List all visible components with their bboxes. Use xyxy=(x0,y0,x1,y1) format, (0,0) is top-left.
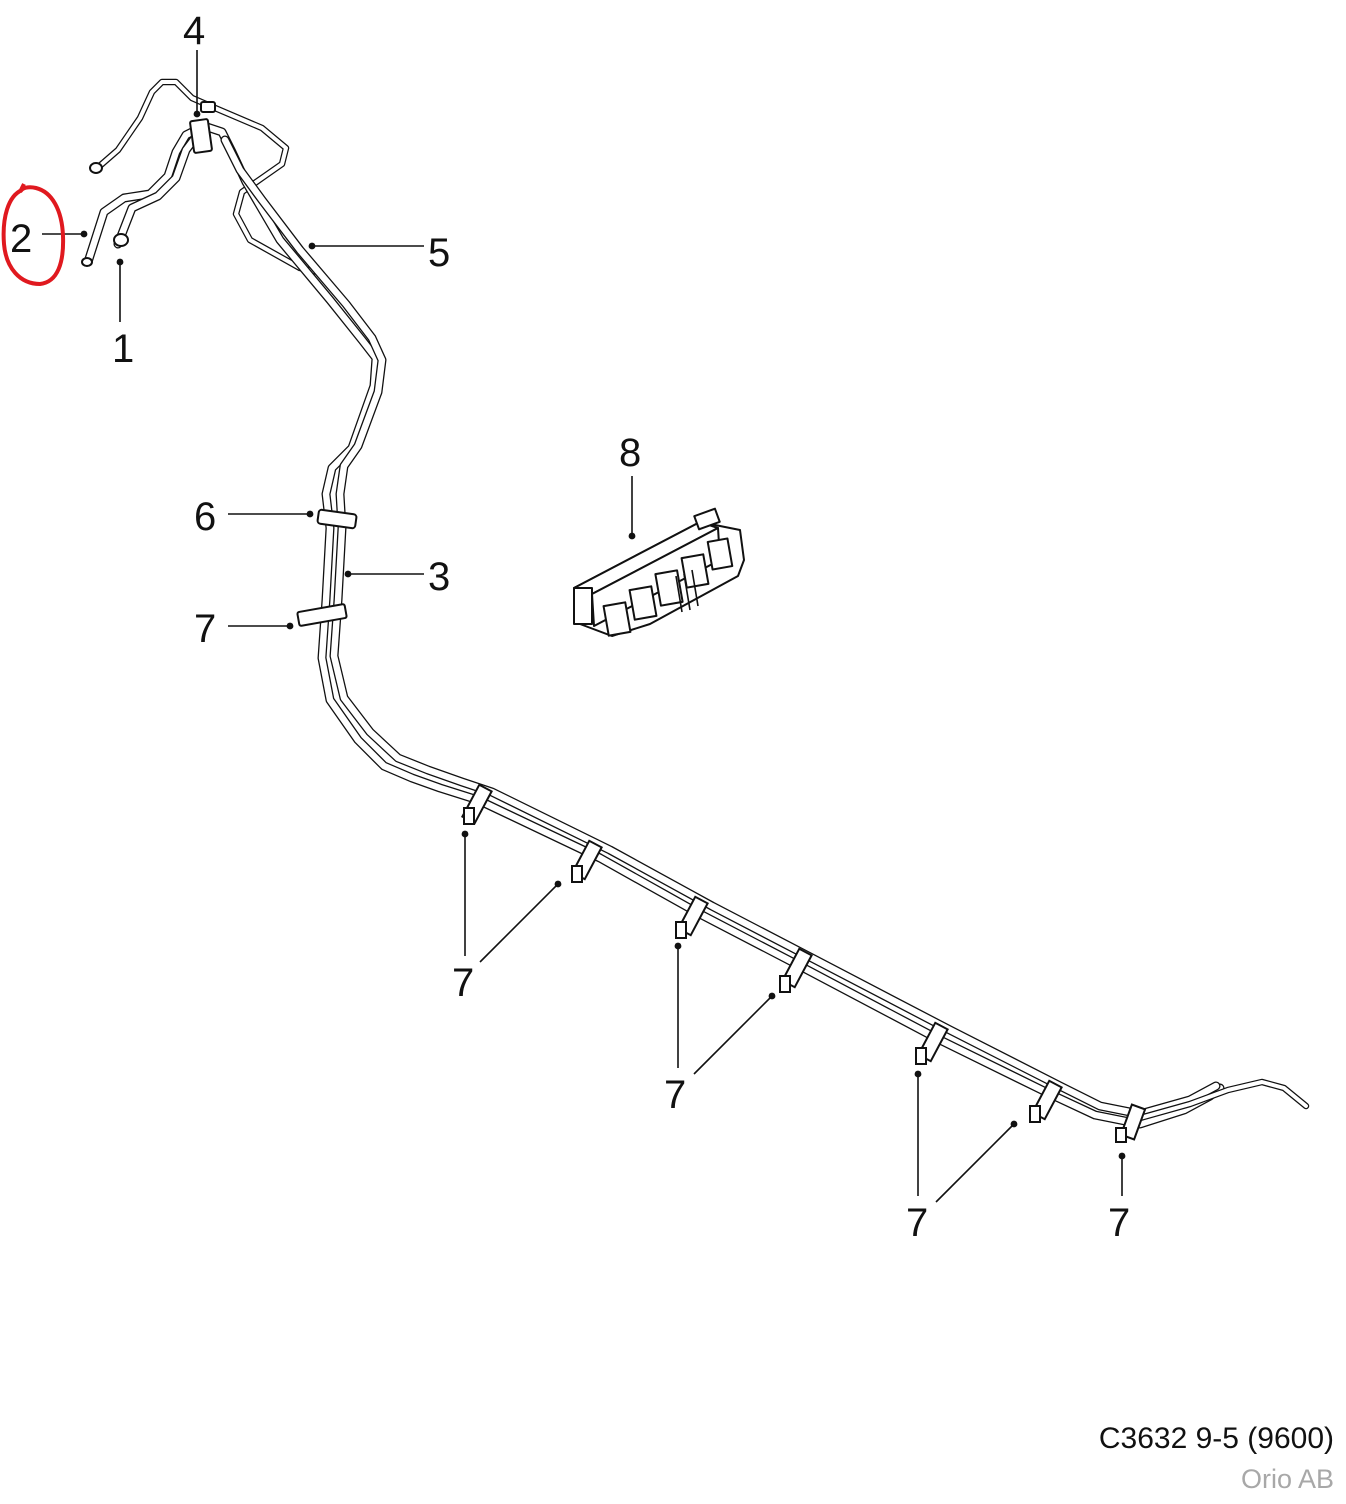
callout-labels: 1 2 4 5 6 3 7 8 7 7 7 7 xyxy=(10,9,1130,1245)
tube-end-fittings xyxy=(81,162,129,267)
diagram-code: C3632 9-5 (9600) xyxy=(1098,1422,1334,1455)
clip-7-g xyxy=(1029,1079,1063,1123)
callout-8: 8 xyxy=(619,431,641,475)
tube-5 xyxy=(91,78,322,276)
clip-7-e xyxy=(779,947,813,993)
callout-1: 1 xyxy=(112,327,134,371)
sleeve-6 xyxy=(316,508,358,530)
clip-7-f xyxy=(915,1021,949,1065)
callout-leaders xyxy=(42,50,1126,1203)
tube-end-1 xyxy=(113,233,129,247)
clip-7-h xyxy=(1115,1103,1147,1143)
clip-7-a xyxy=(296,603,348,627)
callout-7-a: 7 xyxy=(194,607,216,651)
callout-2-highlight xyxy=(1,183,66,287)
callout-7-b: 7 xyxy=(452,961,474,1005)
tube-end-2 xyxy=(81,257,93,267)
tube-end-5 xyxy=(89,162,103,174)
callout-6: 6 xyxy=(194,495,216,539)
callout-4: 4 xyxy=(183,9,205,53)
clip-7-d xyxy=(675,895,709,939)
clip-7-b xyxy=(461,783,493,825)
callout-3: 3 xyxy=(428,555,450,599)
copyright-brand: Orio AB xyxy=(1240,1464,1334,1494)
clip-7-c xyxy=(571,839,603,883)
callout-2: 2 xyxy=(10,217,32,261)
clamp-4 xyxy=(189,101,216,154)
callout-5: 5 xyxy=(428,231,450,275)
callout-7-e: 7 xyxy=(1108,1201,1130,1245)
callout-7-d: 7 xyxy=(906,1201,928,1245)
callout-7-c: 7 xyxy=(664,1073,686,1117)
tube-bundle xyxy=(83,121,1310,1129)
holder-8 xyxy=(573,507,745,637)
